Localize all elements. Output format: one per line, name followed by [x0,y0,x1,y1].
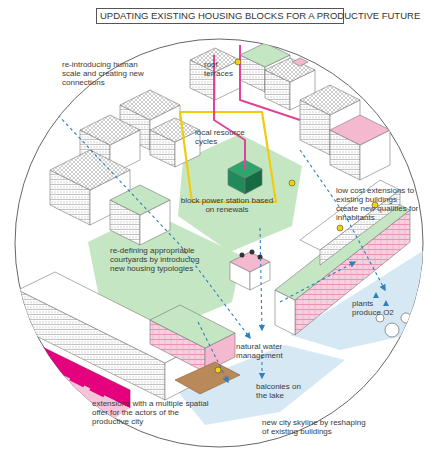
title: UPDATING EXISTING HOUSING BLOCKS FOR A P… [96,8,344,24]
annotation-label: new city skyline by reshaping of existin… [262,418,374,436]
annotation-label: extensions with a multiple spatial offer… [92,399,210,426]
resource-line [240,45,300,120]
annotation-label: re-introducing human scale and creating … [62,60,154,87]
annotation-label: block power station based on renewals [178,196,276,214]
annotation-label: local resource cycles [195,128,247,146]
cyclist-icon [26,81,58,114]
annotation-label: re-defining appropriable courtyards by i… [110,246,208,273]
annotation-label: balconies on the lake [256,382,314,400]
annotation-label: roof terraces [204,60,246,78]
annotation-label: plants produce O2 [352,299,398,317]
bottom-left-block [18,272,240,420]
annotation-label: low cost extensions to existing building… [336,186,420,222]
annotation-label: natural water management [236,342,298,360]
water-flow-arrow [58,115,385,382]
resource-loop [180,112,276,202]
